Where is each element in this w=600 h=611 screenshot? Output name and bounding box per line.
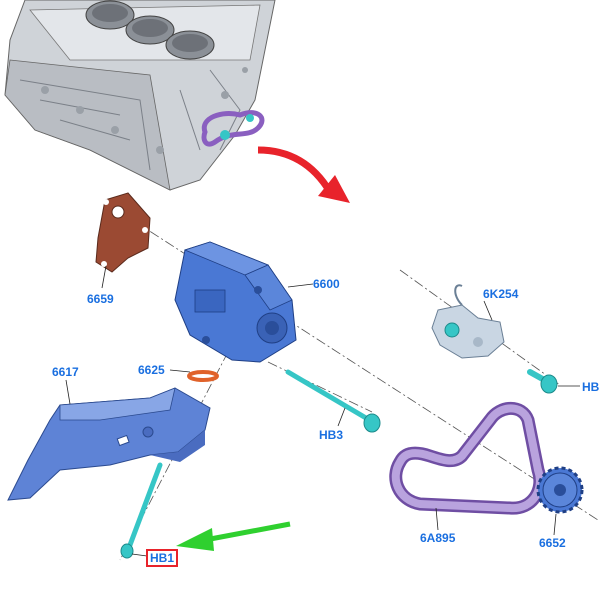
seal-leader-line — [169, 369, 191, 373]
engine-block-illustration — [4, 0, 276, 191]
pickup-tube-bolt — [120, 462, 163, 559]
callout-gasket: 6659 — [87, 292, 114, 306]
callout-pickup-tube-seal: 6625 — [138, 363, 165, 377]
pump-bolt-leader-line — [337, 407, 346, 427]
oil-pump-sprocket — [536, 466, 584, 514]
callout-pickup-tube: 6617 — [52, 365, 79, 379]
oil-pump — [174, 241, 297, 363]
oil-pump-gasket — [95, 192, 151, 273]
green-pointer-arrow-icon — [176, 521, 291, 551]
tensioner-leader-line — [483, 300, 493, 321]
curved-arrow-icon — [257, 146, 350, 203]
pickup-tube-seal — [187, 370, 219, 382]
callout-pickup-bolt-highlighted: HB1 — [146, 549, 179, 567]
pump-leader-line — [287, 283, 314, 288]
oil-pump-bolt — [285, 369, 381, 433]
callout-sprocket: 6652 — [539, 536, 566, 550]
chain-tensioner — [431, 284, 505, 359]
callout-oil-pump: 6600 — [313, 277, 340, 291]
oil-pump-chain — [389, 401, 547, 515]
gasket-leader-line — [101, 265, 107, 289]
pickup-bolt-leader-line — [131, 553, 148, 557]
callout-tensioner-bolt: HB — [582, 380, 600, 394]
callout-pump-bolt: HB3 — [319, 428, 344, 442]
callout-chain: 6A895 — [420, 531, 456, 545]
chain-leader-line — [435, 507, 439, 531]
oil-pickup-tube — [7, 387, 211, 501]
tensioner-bolt — [527, 369, 558, 394]
sprocket-leader-line — [553, 513, 557, 536]
callout-tensioner: 6K254 — [483, 287, 519, 301]
pickup-tube-leader-line — [65, 379, 71, 405]
